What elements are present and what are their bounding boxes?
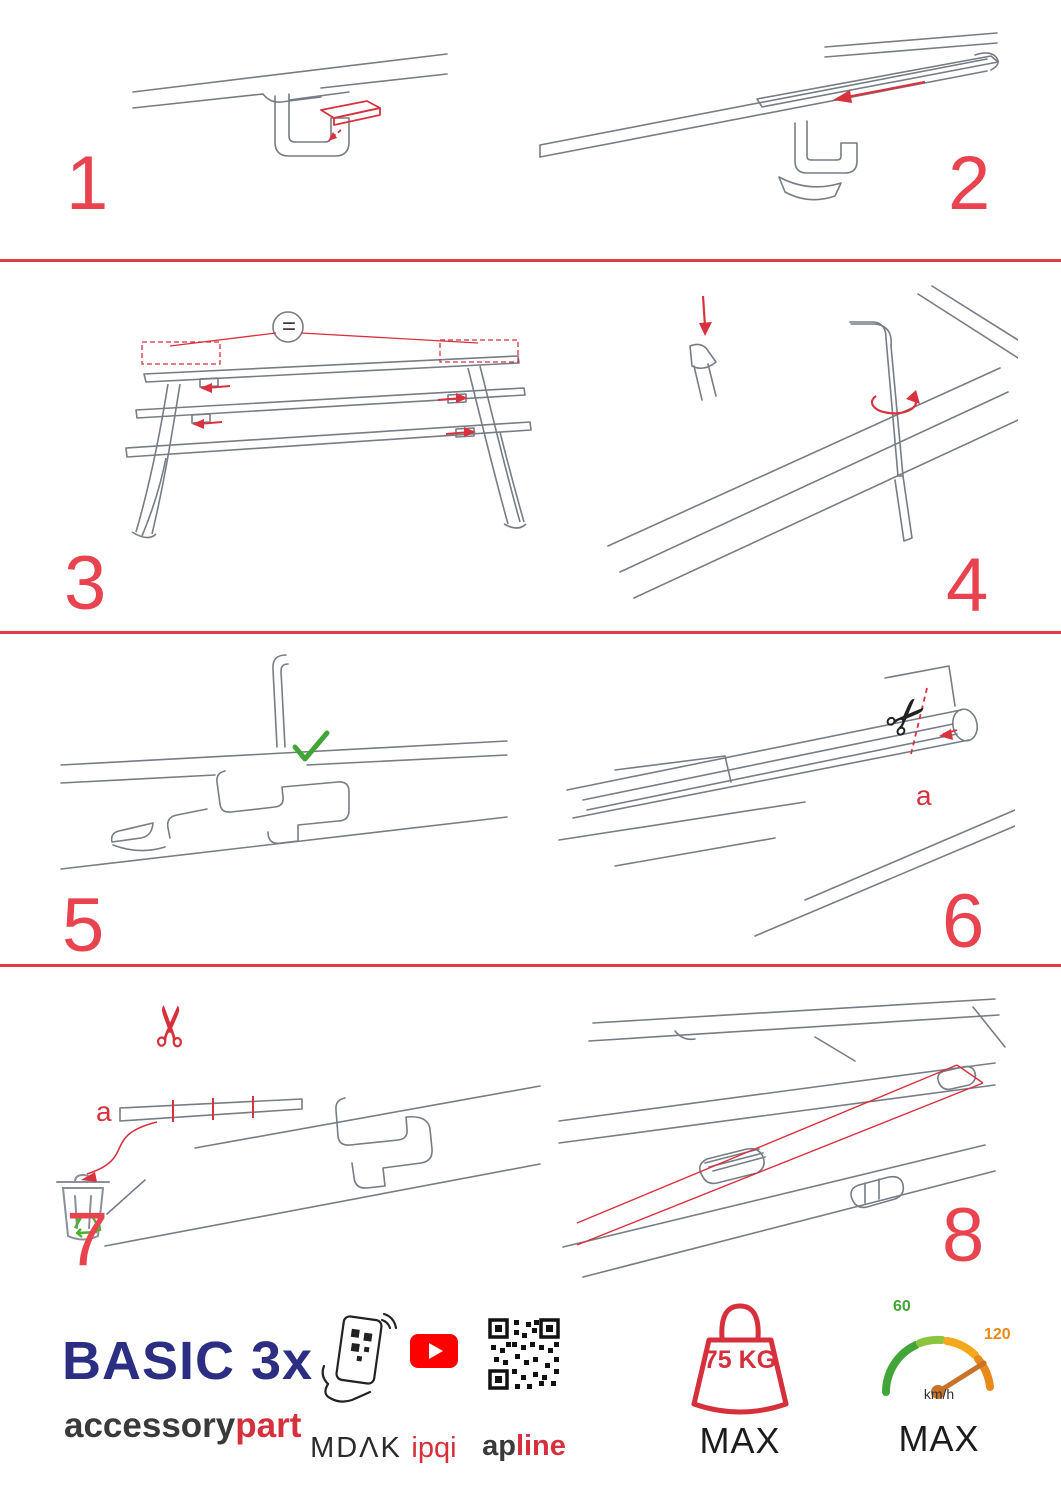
brand-ap-text: ap <box>482 1430 516 1462</box>
step-7-number: 7 <box>66 1197 109 1282</box>
youtube-icon <box>410 1334 458 1368</box>
recycle-icon <box>73 1212 102 1238</box>
step-5-number: 5 <box>62 883 105 968</box>
step-2-illustration <box>525 25 1010 235</box>
step-6-drawing <box>558 665 1015 937</box>
step-8-number: 8 <box>942 1193 985 1278</box>
step-5-drawing <box>60 654 508 870</box>
part-a-label-step7: a <box>96 1096 112 1127</box>
section-divider-1 <box>0 259 1061 262</box>
step-3-drawing <box>125 311 532 539</box>
checkmark-icon <box>292 730 330 762</box>
speedometer-illustration <box>876 1306 1002 1408</box>
step-6-number: 6 <box>942 879 985 964</box>
phone-qr-illustration <box>314 1312 398 1408</box>
brand-apline: apline <box>482 1430 566 1463</box>
brand-accessory-text: accessory <box>64 1406 236 1445</box>
step-6-illustration <box>553 648 1015 950</box>
brand-part-text: part <box>235 1406 302 1445</box>
section-divider-2 <box>0 631 1061 634</box>
part-a-label-step6: a <box>916 780 932 811</box>
step-1-number: 1 <box>66 141 109 226</box>
speed-low-label: 60 <box>893 1298 911 1315</box>
weight-icon <box>691 1303 789 1415</box>
step-4-number: 4 <box>946 543 989 628</box>
step-1-illustration <box>125 28 455 233</box>
equal-spacing-label: = <box>281 313 296 340</box>
youtube-illustration <box>410 1334 458 1368</box>
speedometer-needle <box>935 1360 987 1395</box>
brand-accessorypart: accessorypart <box>64 1406 301 1446</box>
step-2-drawing <box>539 32 999 201</box>
speedometer-icon <box>882 1335 994 1399</box>
weight-illustration <box>684 1296 796 1424</box>
step-4-illustration <box>598 278 1018 623</box>
step-3-illustration <box>48 282 553 617</box>
step-1-drawing <box>132 53 448 157</box>
play-icon <box>429 1343 443 1359</box>
step-3-number: 3 <box>64 541 107 626</box>
section-divider-3 <box>0 964 1061 967</box>
step-7-illustration <box>45 988 547 1300</box>
weight-limit-value: 75 KG <box>703 1346 777 1374</box>
qr-code-icon <box>488 1318 560 1390</box>
speed-unit-label: km/h <box>923 1386 955 1402</box>
qr-illustration <box>488 1318 560 1390</box>
brand-mdak: MDΛK <box>310 1432 402 1464</box>
phone-qr-icon <box>321 1312 398 1403</box>
weight-max-label: MAX <box>699 1420 781 1461</box>
step-8-drawing <box>558 998 1006 1278</box>
speed-high-label: 120 <box>984 1326 1011 1343</box>
step-7-drawing <box>56 1085 541 1247</box>
scissors-icon-red: ✂ <box>138 1001 204 1051</box>
trash-icon <box>56 1173 110 1241</box>
brand-line-text: line <box>515 1430 566 1462</box>
speed-max-label: MAX <box>898 1418 980 1459</box>
product-name: BASIC 3x <box>62 1331 314 1391</box>
step-2-number: 2 <box>948 141 991 226</box>
step-5-illustration <box>55 645 515 945</box>
brand-ipqi: ipqi <box>411 1432 457 1464</box>
step-4-drawing <box>607 285 1018 599</box>
step-8-illustration <box>553 985 1025 1290</box>
